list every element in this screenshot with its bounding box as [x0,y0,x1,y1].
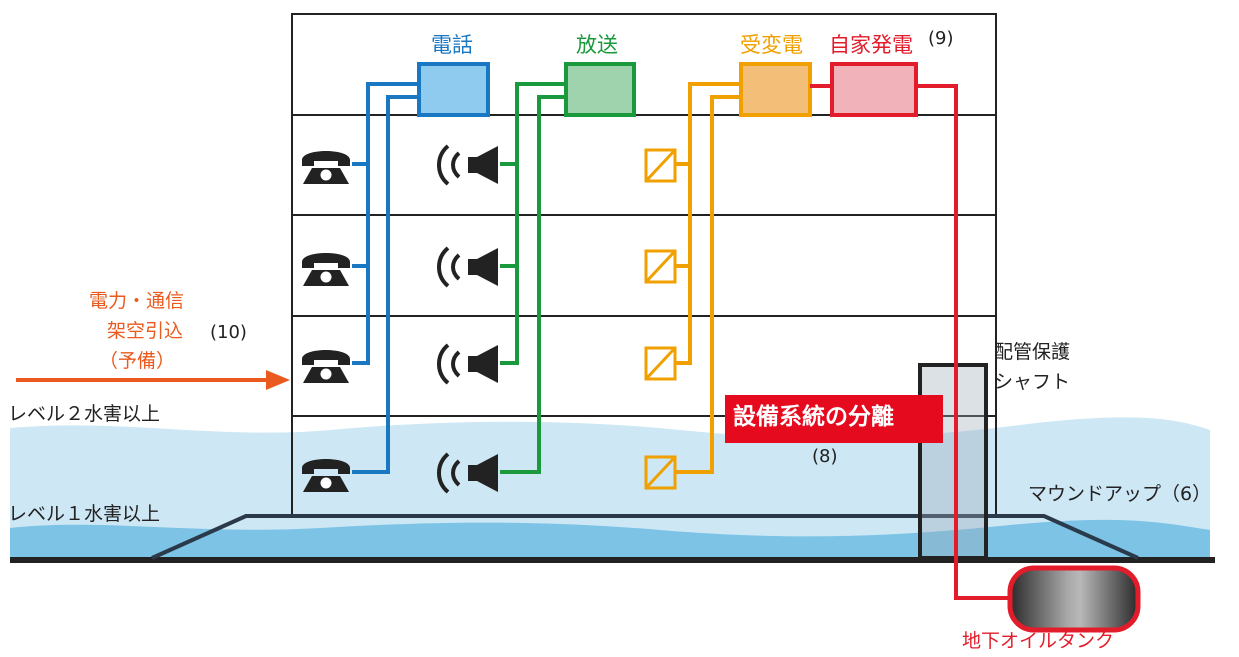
pipe-shaft [918,363,988,560]
flood-level2-water [10,417,1210,560]
speaker-icon [437,246,498,288]
speaker-icon [437,144,498,186]
broadcast-box [564,62,636,117]
flood-level2-label: レベル２水害以上 [8,403,161,425]
telephone-icon [302,350,350,383]
pipe-shaft-label: 配管保護 [994,341,1071,363]
oil-tank [1007,565,1141,633]
mound-up-outline [151,514,1139,560]
pipe-shaft-label-2: シャフト [994,371,1071,393]
generator-fuel-line [916,84,1012,600]
separation-callout-box [725,395,943,443]
arrow-right-icon [16,370,290,390]
telephone-icon [302,151,350,184]
overhead-ref: (10) [210,322,247,343]
speaker-icon [437,343,498,385]
telephone-box [417,62,490,117]
substation-label: 受変電 [740,33,803,57]
transformer-icon [644,346,677,381]
broadcast-label: 放送 [576,33,618,57]
separation-ref: (8) [812,446,838,467]
flood-level1-label: レベル１水害以上 [8,503,161,525]
generator-ref: (9) [928,28,954,49]
telephone-wiring [352,82,419,474]
telephone-icon [302,253,350,286]
substation-box [739,62,812,117]
substation-wiring [676,82,741,474]
mound-up-label: マウンドアップ（6） [1028,483,1212,505]
separation-label: 設備系統の分離 [733,404,894,430]
telephone-label: 電話 [431,33,473,57]
telephone-icon [302,459,350,492]
broadcast-wiring [500,82,566,474]
flood-level1-water [10,519,1210,558]
overhead-line-label-2: 架空引込 [107,320,184,342]
transformer-icon [644,249,677,284]
speaker-icon [437,452,498,494]
generator-label: 自家発電 [829,33,913,57]
transformer-icon [644,148,677,183]
overhead-line-label: 電力・通信 [89,290,185,312]
oil-tank-label: 地下オイルタンク [962,630,1115,652]
generator-box [830,62,918,117]
overhead-spare-label: （予備） [99,350,176,372]
transformer-icon [644,455,677,490]
